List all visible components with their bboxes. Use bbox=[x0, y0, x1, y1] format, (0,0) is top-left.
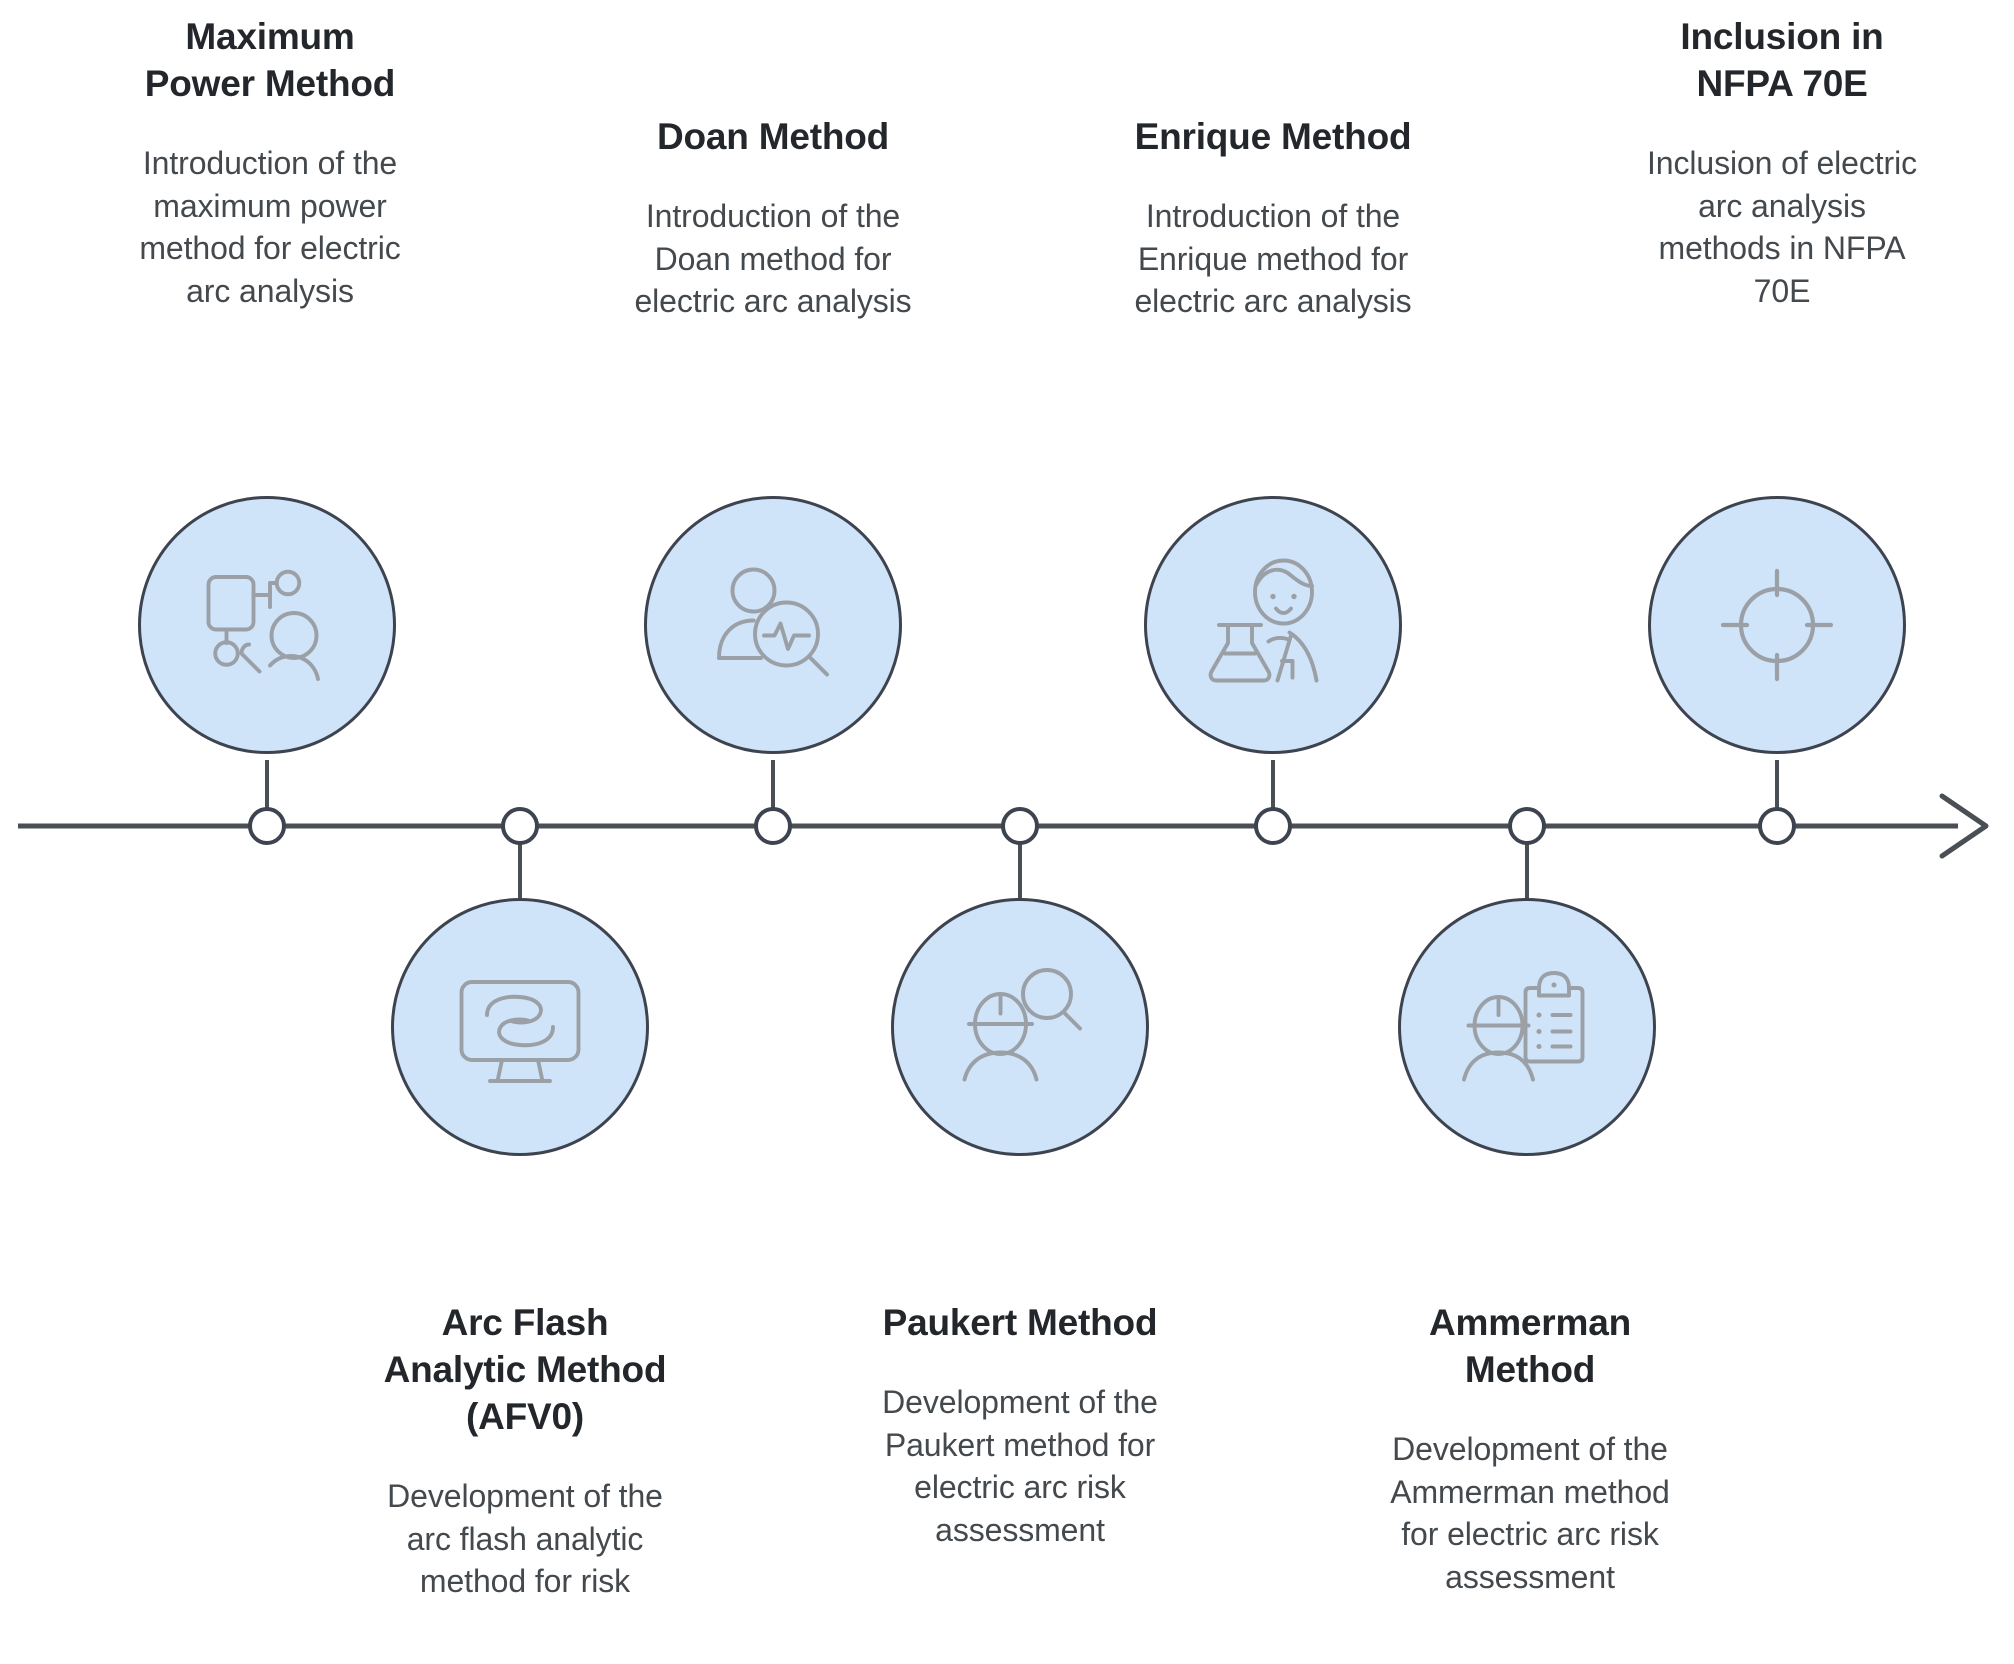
event-text-maximum-power-method: Maximum Power Method Introduction of the… bbox=[40, 14, 500, 312]
network-person-icon bbox=[206, 569, 320, 681]
person-waveform-search-icon bbox=[717, 567, 829, 677]
axis-node-marker bbox=[1758, 807, 1796, 845]
event-icon-circle-ammerman-method[interactable] bbox=[1398, 898, 1656, 1156]
event-description: Development of the Ammerman method for e… bbox=[1390, 1430, 1670, 1595]
event-title: Enrique Method bbox=[1134, 116, 1412, 157]
axis-node-marker bbox=[501, 807, 539, 845]
event-description: Development of the Paukert method for el… bbox=[882, 1383, 1158, 1548]
event-icon-circle-arc-flash-analytic-method[interactable] bbox=[391, 898, 649, 1156]
event-icon-circle-paukert-method[interactable] bbox=[891, 898, 1149, 1156]
event-text-doan-method: Doan Method Introduction of the Doan met… bbox=[553, 114, 993, 323]
axis-node-marker bbox=[1254, 807, 1292, 845]
event-title: Arc Flash Analytic Method (AFV0) bbox=[383, 1302, 667, 1437]
event-icon-circle-enrique-method[interactable] bbox=[1144, 496, 1402, 754]
event-text-arc-flash-analytic-method: Arc Flash Analytic Method (AFV0) Develop… bbox=[290, 1300, 760, 1603]
event-description: Introduction of the Enrique method for e… bbox=[1134, 197, 1412, 320]
worker-magnifier-icon bbox=[962, 968, 1082, 1082]
axis-node-marker bbox=[248, 807, 286, 845]
event-title: Doan Method bbox=[656, 116, 890, 157]
event-title: Inclusion in NFPA 70E bbox=[1680, 16, 1884, 104]
event-text-ammerman-method: Ammerman Method Development of the Ammer… bbox=[1310, 1300, 1750, 1598]
event-icon-circle-doan-method[interactable] bbox=[644, 496, 902, 754]
axis-node-marker bbox=[1508, 807, 1546, 845]
event-description: Inclusion of electric arc analysis metho… bbox=[1646, 144, 1918, 309]
monitor-arc-icon bbox=[459, 980, 581, 1083]
event-text-enrique-method: Enrique Method Introduction of the Enriq… bbox=[1053, 114, 1493, 323]
axis-arrow-icon bbox=[1939, 793, 1989, 859]
event-text-inclusion-in-nfpa-70e: Inclusion in NFPA 70E Inclusion of elect… bbox=[1562, 14, 2002, 312]
event-icon-circle-maximum-power-method[interactable] bbox=[138, 496, 396, 754]
scientist-flask-icon bbox=[1208, 558, 1319, 683]
worker-clipboard-icon bbox=[1462, 971, 1585, 1082]
event-description: Development of the arc flash analytic me… bbox=[387, 1477, 663, 1600]
event-title: Ammerman Method bbox=[1429, 1302, 1631, 1390]
event-title: Maximum Power Method bbox=[144, 16, 396, 104]
axis-node-marker bbox=[754, 807, 792, 845]
event-text-paukert-method: Paukert Method Development of the Pauker… bbox=[800, 1300, 1240, 1551]
axis-node-marker bbox=[1001, 807, 1039, 845]
target-crosshair-icon bbox=[1720, 568, 1834, 682]
event-description: Introduction of the Doan method for elec… bbox=[634, 197, 912, 320]
event-icon-circle-inclusion-in-nfpa-70e[interactable] bbox=[1648, 496, 1906, 754]
event-description: Introduction of the maximum power method… bbox=[139, 144, 401, 309]
event-title: Paukert Method bbox=[882, 1302, 1158, 1343]
